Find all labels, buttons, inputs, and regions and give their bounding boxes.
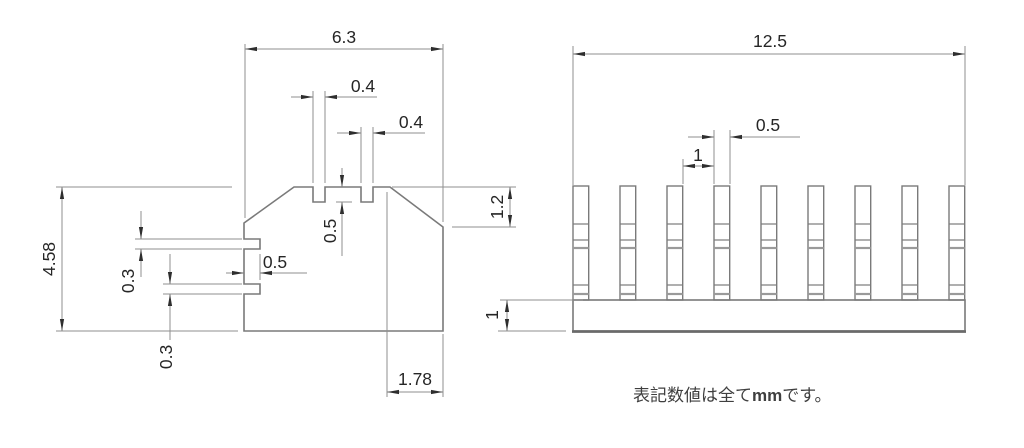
dim-top-slot-a: 0.4 xyxy=(291,76,377,183)
dim-label-6-3: 6.3 xyxy=(332,27,356,47)
dim-left-slot-b: 0.3 xyxy=(156,254,242,369)
fin xyxy=(948,185,966,301)
dim-top-slot-depth: 0.5 xyxy=(320,168,352,256)
unit-note-suffix: です。 xyxy=(782,386,831,405)
dim-fin-gap: 1 xyxy=(682,145,714,184)
dim-left-slot-a: 0.3 xyxy=(118,211,242,293)
unit-note-prefix: 表記数値は全て xyxy=(633,386,752,405)
unit-note-mm: mm xyxy=(752,386,782,405)
dim-label-0-5-left: 0.5 xyxy=(263,252,287,272)
dim-label-0-4-a: 0.4 xyxy=(351,76,376,96)
fin xyxy=(619,185,637,301)
fins xyxy=(572,185,966,301)
dim-label-1-2: 1.2 xyxy=(487,195,507,219)
side-section-view: 6.3 0.4 0.4 1.2 xyxy=(39,27,516,397)
fin xyxy=(854,185,872,301)
fin xyxy=(666,185,684,301)
dim-label-0-4-b: 0.4 xyxy=(399,112,424,132)
dim-right-chamfer-height: 1.2 xyxy=(392,186,516,228)
dim-label-4-58: 4.58 xyxy=(39,242,59,276)
dim-top-slot-b: 0.4 xyxy=(337,112,425,183)
heatsink-base xyxy=(572,299,966,332)
fin xyxy=(760,185,778,301)
dim-label-1-78: 1.78 xyxy=(398,369,432,389)
dim-fin-width: 0.5 xyxy=(688,115,800,184)
dim-right-chamfer-width: 1.78 xyxy=(386,192,444,397)
fin xyxy=(807,185,825,301)
dim-side-overall-height: 4.58 xyxy=(39,186,238,332)
dim-label-1-gap: 1 xyxy=(693,145,703,165)
dim-base-height: 1 xyxy=(482,299,583,332)
dim-label-12-5: 12.5 xyxy=(753,31,787,51)
dim-label-0-5-top: 0.5 xyxy=(320,219,340,243)
dim-front-overall-width: 12.5 xyxy=(572,31,966,185)
dim-label-0-3-a: 0.3 xyxy=(118,269,138,293)
dim-side-overall-width: 6.3 xyxy=(244,27,444,222)
dim-label-0-5-fin: 0.5 xyxy=(756,115,780,135)
side-profile-outline xyxy=(243,186,444,332)
dim-left-slot-depth: 0.5 xyxy=(226,252,307,280)
unit-note: 表記数値は全てmmです。 xyxy=(633,386,832,405)
dim-label-0-3-b: 0.3 xyxy=(156,345,176,369)
fin xyxy=(713,185,731,301)
fin xyxy=(572,185,590,301)
front-view: 12.5 0.5 1 1 xyxy=(482,31,966,333)
fin xyxy=(901,185,919,301)
dim-label-1-base: 1 xyxy=(482,310,502,320)
